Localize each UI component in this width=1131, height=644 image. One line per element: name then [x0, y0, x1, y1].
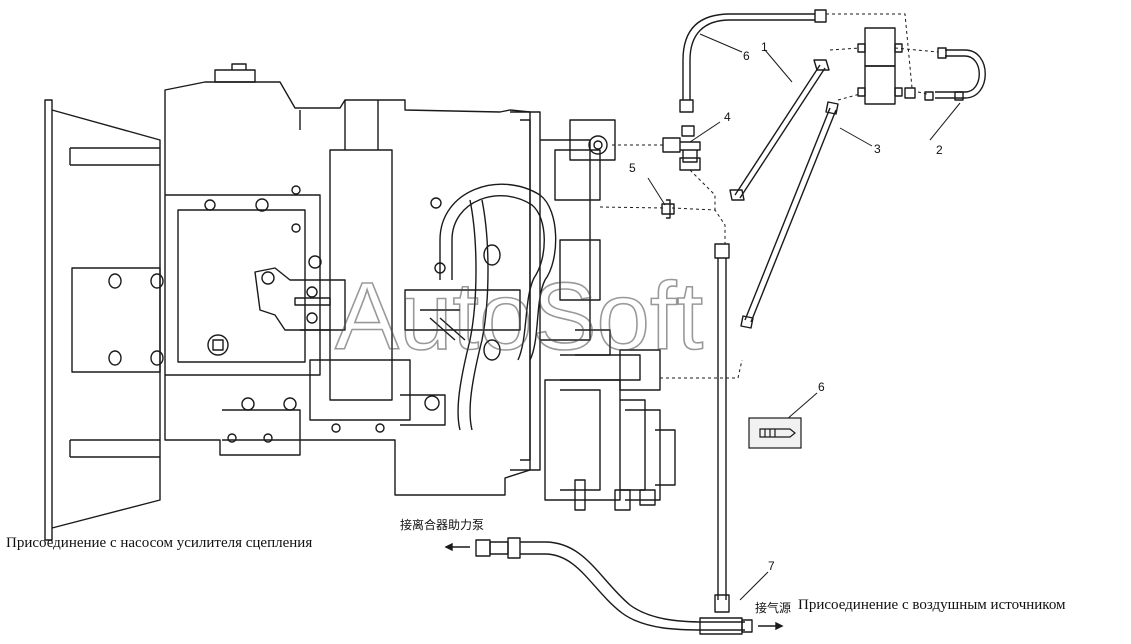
shift-bracket [254, 185, 346, 331]
callout-3-upper: 6 [743, 49, 750, 63]
internal-pipe-loop [430, 183, 557, 431]
label-clutch-pump-cn: 接离合器助力泵 [400, 518, 485, 532]
fitting-4 [662, 125, 701, 171]
callout-2: 2 [936, 143, 943, 157]
callout-4: 4 [724, 110, 731, 124]
tube-7 [714, 243, 730, 613]
watermark-logo: AutoSoft [334, 262, 704, 371]
callout-5: 5 [629, 161, 636, 175]
label-air-source-cn: 接气源 [755, 601, 792, 615]
callout-3-lower: 3 [874, 142, 881, 156]
flow-arrows [444, 542, 784, 631]
clutch-pump-hose [475, 537, 753, 635]
bell-housing-flange [44, 99, 164, 541]
relay-valves [857, 27, 903, 105]
tube-3-lower [740, 101, 839, 329]
part-6-inset [748, 417, 802, 449]
output-unit [544, 349, 676, 511]
fitting-5 [661, 199, 675, 219]
tube-2 [904, 47, 986, 101]
caption-air-source: Присоединение с воздушным источником [798, 597, 1066, 613]
leader-lines [647, 33, 961, 601]
rear-cover [510, 111, 641, 471]
caption-clutch-pump: Присоединение с насосом усилителя сцепле… [6, 535, 313, 551]
tube-3-upper [679, 9, 827, 113]
callout-7: 7 [768, 559, 775, 573]
dashed-connections [599, 13, 939, 379]
callout-1: 1 [761, 40, 768, 54]
tube-1 [729, 59, 830, 201]
valve-block [400, 289, 521, 426]
callout-numbers: 6 1 3 2 4 5 6 7 [629, 40, 943, 573]
callout-6: 6 [818, 380, 825, 394]
